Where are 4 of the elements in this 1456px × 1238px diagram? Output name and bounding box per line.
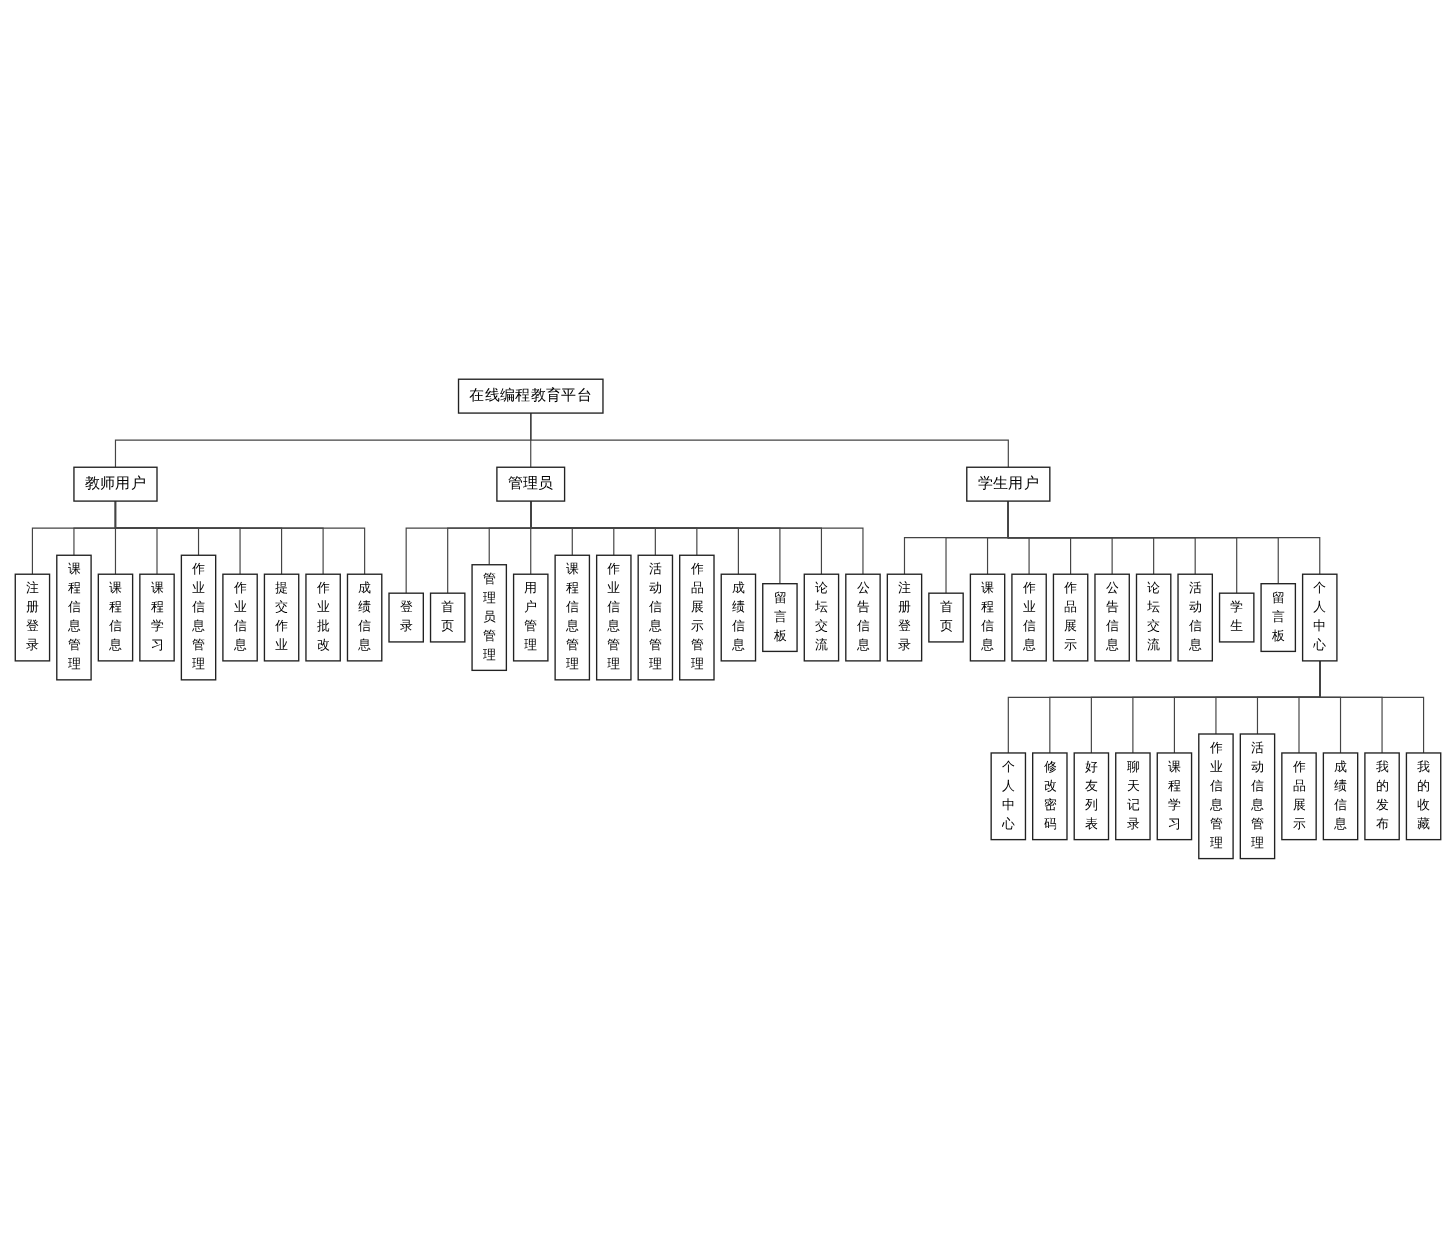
connector: [114, 500, 366, 575]
connector: [1319, 660, 1425, 754]
connector: [1007, 500, 1321, 575]
connector: [530, 412, 1009, 468]
